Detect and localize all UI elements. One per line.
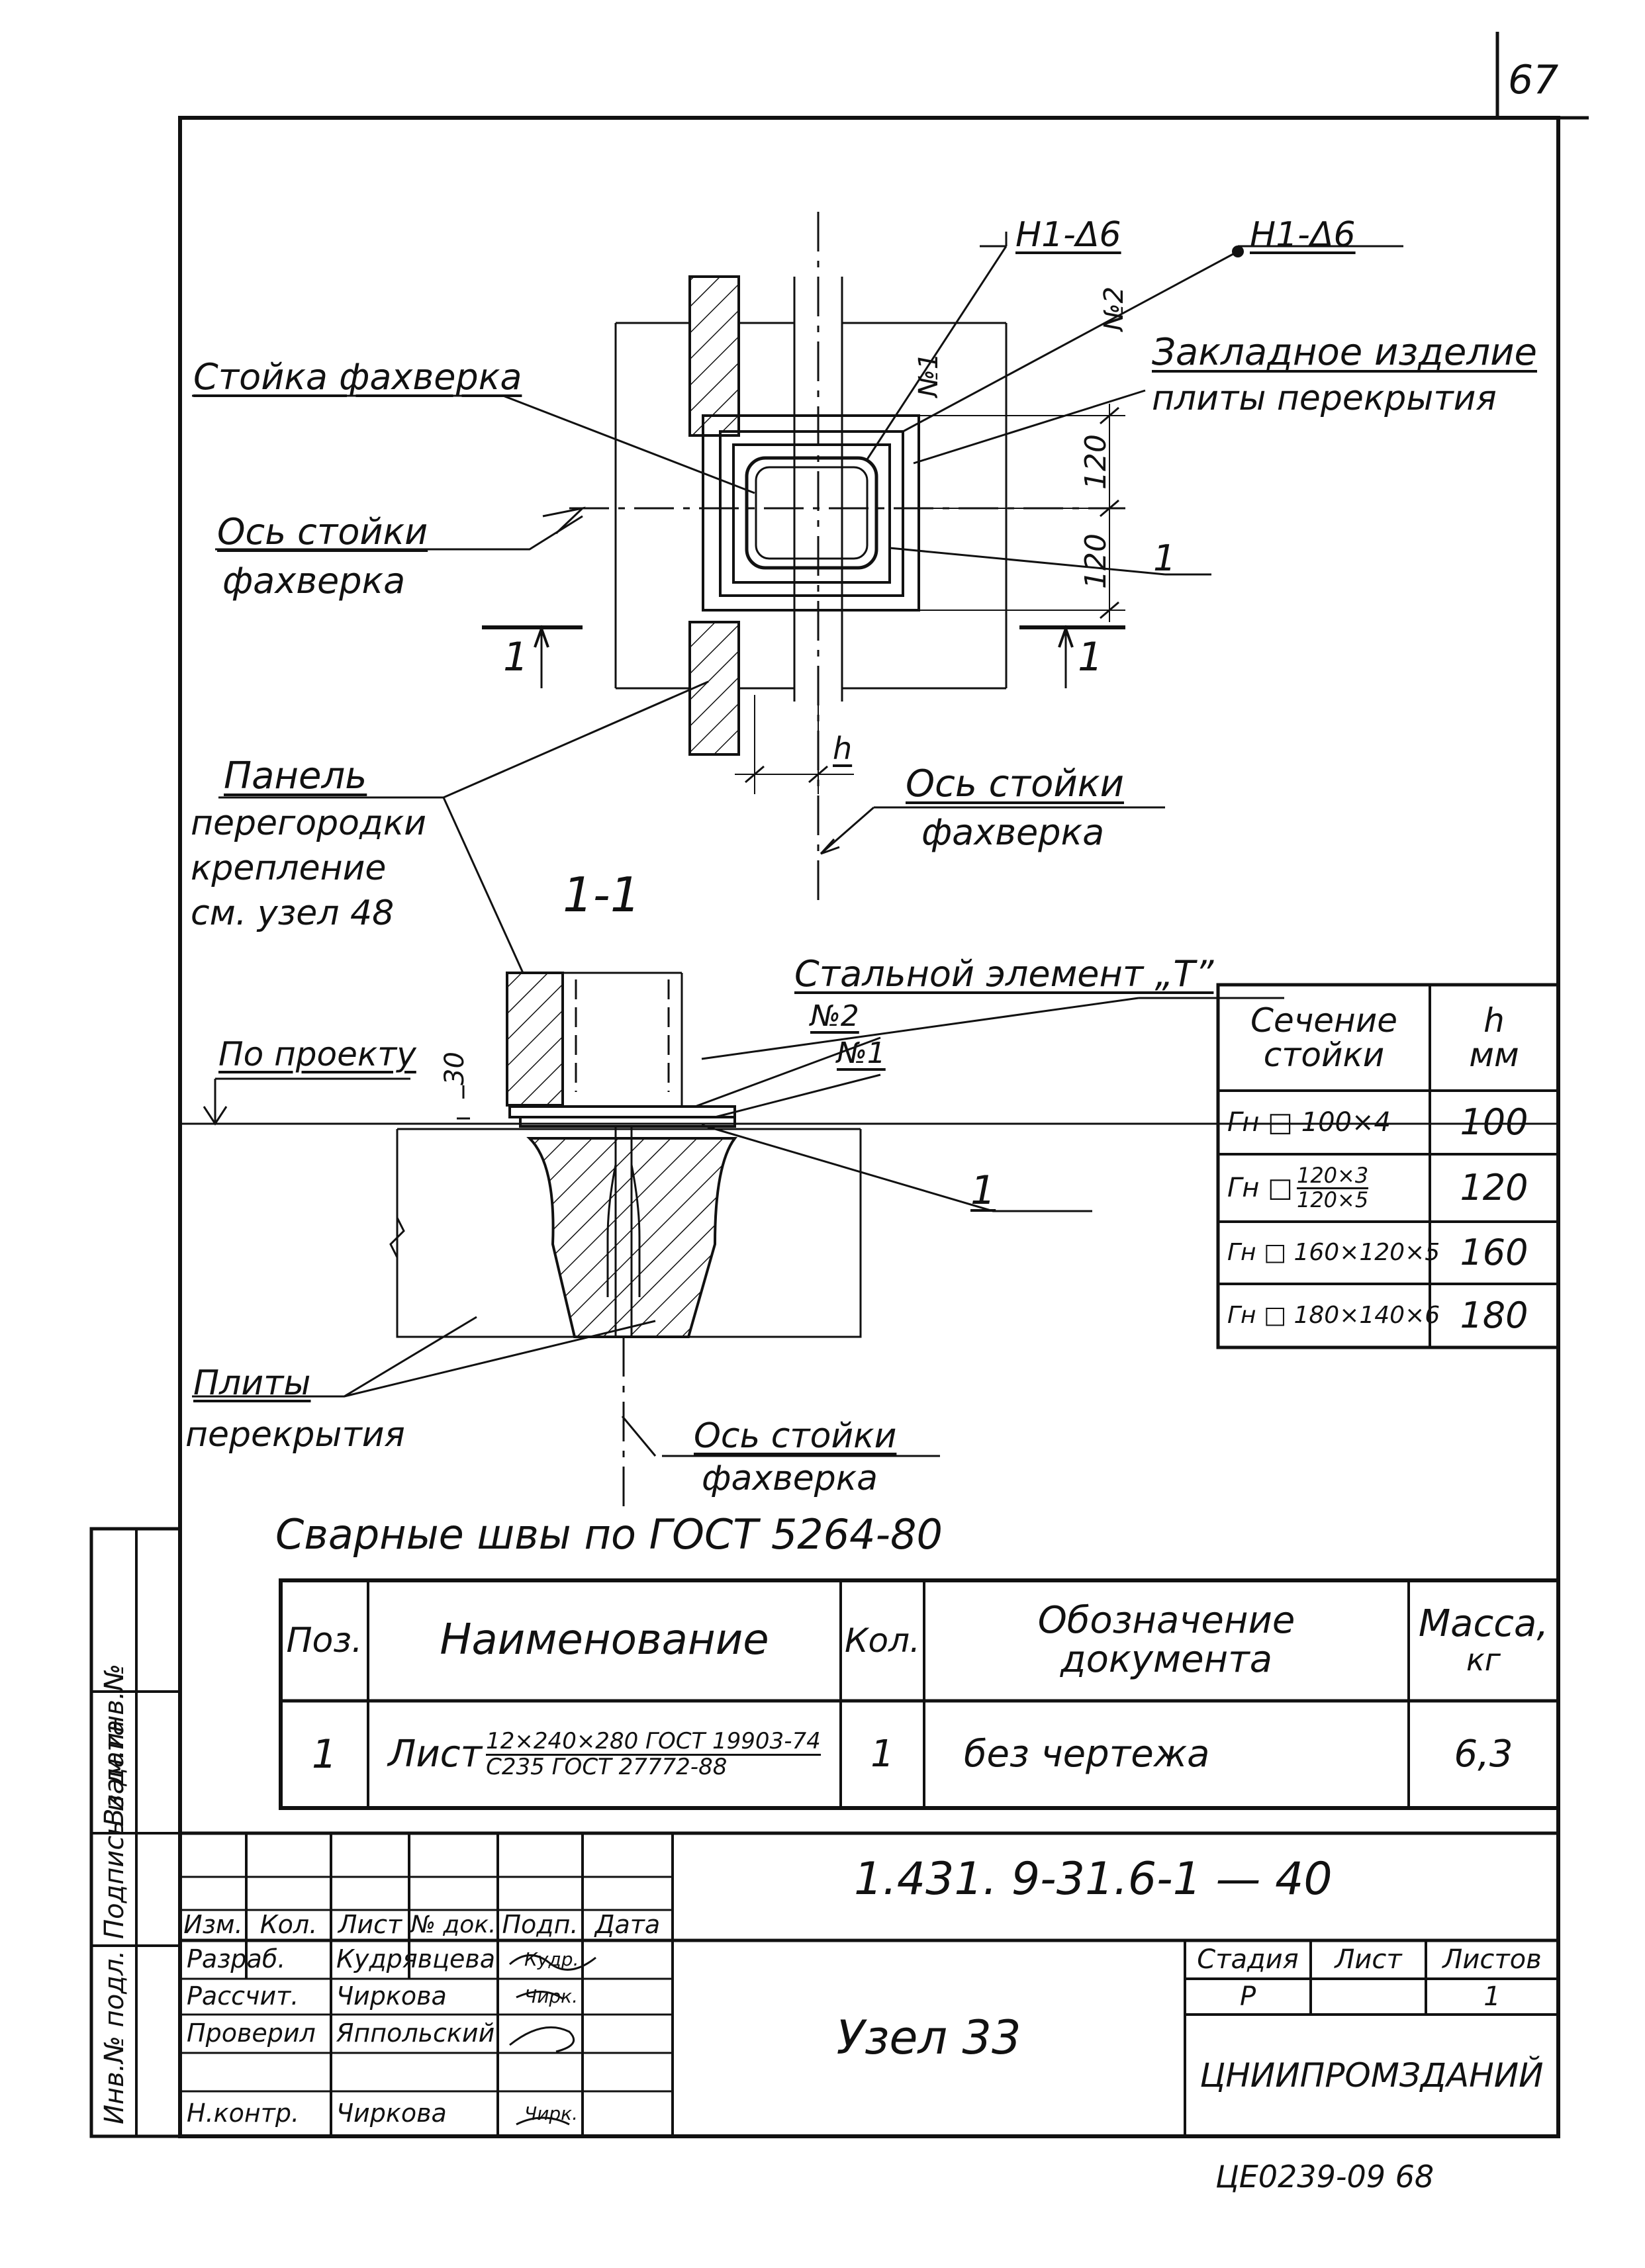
dim-120-bottom: 120 — [1079, 533, 1113, 589]
sign-calculated: Чирк. — [524, 1985, 578, 2008]
label-post: Стойка фахверка — [193, 356, 522, 398]
dim-h: h — [833, 731, 853, 766]
spec-row-qty: 1 — [870, 1732, 894, 1776]
h-table-row-4-section: Гн □ 180×140×6 — [1227, 1302, 1440, 1330]
node-title: Узел 33 — [836, 2011, 1021, 2065]
organization: ЦНИИПРОМЗДАНИЙ — [1199, 2056, 1544, 2095]
label-embedded-2: плиты перекрытия — [1152, 379, 1497, 418]
h-table-row-3-h: 160 — [1460, 1231, 1528, 1273]
label-embedded-1: Закладное изделие — [1152, 331, 1537, 374]
name-calculated: Чиркова — [336, 1981, 447, 2011]
weld-note: Сварные швы по ГОСТ 5264-80 — [275, 1510, 943, 1559]
label-axis-bottom-2: фахверка — [921, 811, 1105, 853]
role-calculated: Рассчит. — [187, 1981, 299, 2011]
col-head-doc-no: № док. — [410, 1911, 496, 1939]
mark-no1-plan: №1 — [914, 352, 944, 397]
pos-1-plan: 1 — [1153, 537, 1176, 579]
col-head-sign: Подп. — [502, 1910, 579, 1940]
spec-row-mass: 6,3 — [1454, 1732, 1513, 1776]
h-table-row-3-section: Гн □ 160×120×5 — [1227, 1239, 1440, 1267]
label-axis-bottom-1: Ось стойки — [906, 762, 1124, 805]
sheet-head: Лист — [1335, 1944, 1402, 1975]
label-slabs-1: Плиты — [193, 1363, 311, 1403]
label-panel-1: Панель — [224, 754, 367, 797]
label-slabs-2: перекрытия — [185, 1415, 405, 1455]
label-panel-2: перегородки — [191, 803, 427, 843]
role-developer: Разраб. — [187, 1944, 286, 1974]
label-post-axis-2: фахверка — [222, 560, 406, 602]
side-stamp-inv-original: Инв.№ подл. — [99, 1950, 130, 2124]
cut-left: 1 — [503, 634, 529, 680]
mark-no1-section: №1 — [837, 1036, 886, 1070]
name-checked: Яппольский — [336, 2019, 495, 2048]
cut-right: 1 — [1078, 634, 1104, 680]
document-code: 1.431. 9-31.6-1 — 40 — [854, 1853, 1333, 1905]
sign-norm-control: Чирк. — [524, 2103, 578, 2125]
h-table-row-4-h: 180 — [1460, 1294, 1528, 1336]
page-number: 67 — [1508, 57, 1559, 103]
col-head-qty: Кол. — [259, 1910, 318, 1940]
sign-developer: Кудр. — [524, 1948, 579, 1971]
spec-header-name: Наименование — [440, 1615, 769, 1665]
dim-120-top: 120 — [1079, 434, 1113, 490]
label-project-level: По проекту — [218, 1035, 416, 1073]
spec-header-pos: Поз. — [286, 1620, 363, 1660]
bottom-note: ЦЕ0239-09 68 — [1215, 2159, 1434, 2195]
label-panel-4: см. узел 48 — [191, 893, 395, 933]
sheets-head: Листов — [1442, 1944, 1542, 1975]
name-norm-control: Чиркова — [336, 2099, 447, 2128]
tag-h1-left: Н1-Δ6 — [1015, 215, 1121, 255]
tag-h1-right: Н1-Δ6 — [1250, 215, 1356, 255]
label-steel-element: Стальной элемент „Т” — [794, 953, 1214, 995]
dim-30: 30 — [440, 1052, 470, 1085]
role-checked: Проверил — [187, 2019, 316, 2048]
sheet-value — [1311, 1979, 1426, 2015]
h-table-row-1-h: 100 — [1460, 1101, 1528, 1143]
spec-header-qty: Кол. — [845, 1621, 920, 1660]
col-head-date: Дата — [594, 1910, 661, 1940]
role-empty — [180, 2053, 331, 2091]
mark-no2-section: №2 — [810, 999, 859, 1033]
name-developer: Кудрявцева — [336, 1944, 496, 1974]
col-head-change: Изм. — [183, 1910, 243, 1940]
col-head-sheet: Лист — [338, 1910, 402, 1940]
mark-no2-plan: №2 — [1099, 286, 1129, 331]
label-section-axis-2: фахверка — [702, 1459, 878, 1498]
stage-head: Стадия — [1197, 1944, 1299, 1975]
h-table-row-1-section: Гн □ 100×4 — [1227, 1107, 1391, 1138]
sheets-value: 1 — [1483, 1981, 1501, 2012]
label-section-axis-1: Ось стойки — [694, 1416, 897, 1456]
role-norm-control: Н.контр. — [187, 2099, 300, 2128]
spec-row-doc: без чертежа — [964, 1732, 1210, 1776]
spec-header-mass: Масса,кг — [1418, 1602, 1549, 1678]
stage-value: Р — [1239, 1981, 1256, 2012]
pos-1-section: 1 — [970, 1167, 996, 1214]
sign-checked — [498, 2015, 583, 2053]
spec-row-pos: 1 — [311, 1731, 338, 1778]
label-panel-3: крепление — [191, 848, 387, 888]
label-post-axis-1: Ось стойки — [217, 511, 428, 553]
section-title: 1-1 — [563, 867, 641, 923]
side-stamp-replace-inv: Взам.инв.№ — [99, 1663, 130, 1827]
h-table-row-2-h: 120 — [1460, 1166, 1528, 1208]
